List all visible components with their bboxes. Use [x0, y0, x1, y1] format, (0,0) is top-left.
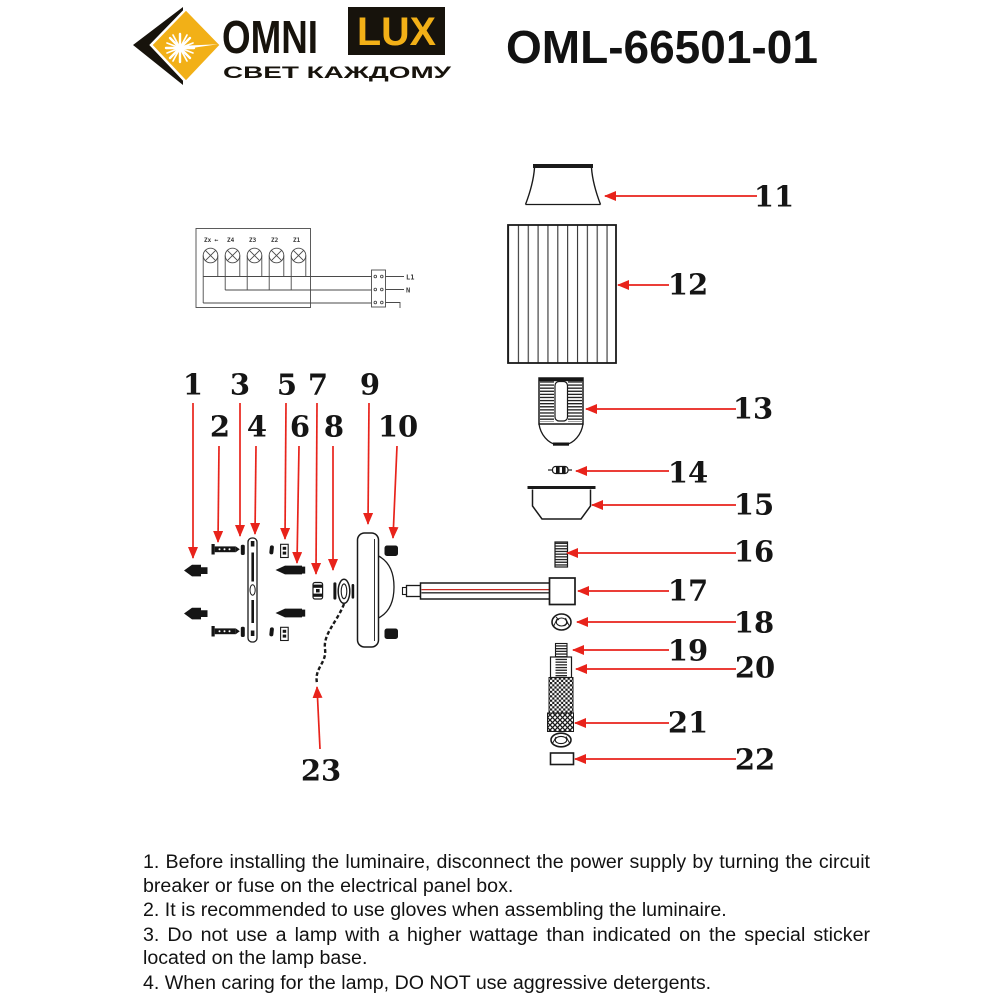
leader-lines	[188, 191, 757, 764]
lamp-label-z3: Z3	[249, 237, 257, 244]
part-5-pins	[269, 545, 274, 637]
part-23-cable	[315, 603, 346, 684]
lamp-label-z1: Z1	[293, 237, 301, 244]
part-12-shade	[507, 224, 617, 364]
part-3-pins	[240, 544, 245, 637]
part-9-wall-plate	[356, 532, 395, 648]
part-16-nipple	[554, 541, 569, 568]
callout-9: 9	[359, 367, 381, 402]
brand-tagline: СВЕТ КАЖДОМУ	[223, 63, 452, 82]
callout-4: 4	[246, 409, 268, 444]
part-13-socket	[538, 377, 584, 446]
callout-22: 22	[734, 742, 776, 777]
part-15-cup	[527, 486, 596, 520]
arm-tube	[401, 582, 553, 600]
part-8-ring-set	[333, 578, 355, 605]
part-11-shade-ring	[524, 164, 602, 206]
callout-12: 12	[667, 267, 709, 302]
lamp-label-z4: Z4	[227, 237, 235, 244]
mount-hardware-group	[184, 532, 553, 684]
callout-2: 2	[209, 409, 231, 444]
callout-23: 23	[300, 753, 342, 788]
line-label-n: N	[406, 287, 410, 295]
callout-20: 20	[734, 650, 776, 685]
part-7-spacer	[312, 581, 324, 600]
callout-19: 19	[667, 633, 709, 668]
part-19-stud	[554, 642, 568, 658]
callout-13: 13	[732, 391, 774, 426]
callout-1: 1	[182, 367, 204, 402]
lamp-symbols	[202, 247, 307, 303]
part-22-end-cap	[549, 752, 575, 766]
callout-17: 17	[667, 573, 709, 608]
brand-logo: OMNI LUX СВЕТ КАЖДОМУ	[133, 7, 452, 85]
instruction-step-1: 1. Before installing the luminaire, disc…	[143, 851, 870, 897]
logo-mark-icon	[133, 7, 223, 85]
callout-21: 21	[667, 705, 709, 740]
logo-star-center	[176, 44, 184, 52]
callout-6: 6	[289, 409, 311, 444]
wiring-schematic: Zx ← Z4 Z3 Z2 Z1 L1 N	[195, 228, 414, 308]
logo-ray-shape	[183, 44, 218, 50]
lamp-label-z2: Z2	[271, 237, 279, 244]
wiring-arrow: ←	[215, 236, 219, 244]
part-bolts	[275, 565, 306, 618]
callout-7: 7	[307, 367, 329, 402]
instruction-step-2: 2. It is recommended to use gloves when …	[143, 899, 727, 921]
part-2-screws	[211, 544, 240, 637]
part-17-arm-block	[548, 577, 576, 606]
model-number: OML-66501-01	[506, 21, 818, 73]
callout-3: 3	[229, 367, 251, 402]
part-1-anchors	[184, 564, 208, 620]
lamp-parts-column	[507, 164, 617, 766]
line-label-l1: L1	[406, 274, 414, 282]
callout-18: 18	[733, 605, 775, 640]
callout-14: 14	[667, 455, 709, 490]
part-18-oval-nut	[551, 613, 572, 631]
callout-10: 10	[377, 409, 419, 444]
part-6-connector-blocks	[280, 543, 289, 642]
terminal-block	[371, 269, 386, 308]
callout-15: 15	[733, 487, 775, 522]
brand-name-omni: OMNI	[222, 11, 318, 63]
part-20-bushing	[549, 656, 573, 679]
lamp-label-zx: Zx	[204, 237, 212, 244]
part-14-stud	[548, 465, 572, 475]
safety-instructions: 1. Before installing the luminaire, disc…	[143, 851, 870, 996]
part-10-nuts	[384, 545, 398, 639]
brand-name-lux: LUX	[357, 10, 436, 54]
instruction-step-3: 3. Do not use a lamp with a higher watta…	[143, 923, 870, 970]
callout-11: 11	[753, 179, 795, 214]
part-21-switch-body	[547, 677, 574, 748]
instruction-step-4: 4. When caring for the lamp, DO NOT use …	[143, 971, 712, 994]
callout-16: 16	[733, 534, 775, 569]
part-4-mounting-strap	[247, 537, 258, 643]
callout-5: 5	[276, 367, 298, 402]
callout-8: 8	[323, 409, 345, 444]
brand-lux-box	[348, 7, 445, 55]
